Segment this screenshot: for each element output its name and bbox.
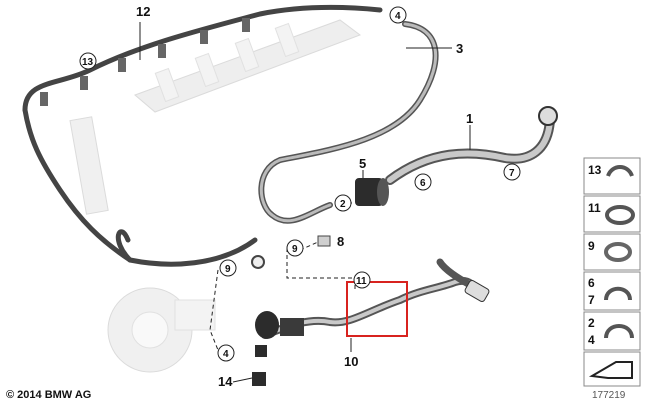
hose-1-connector: [538, 106, 558, 126]
leader-lines: [139, 22, 471, 383]
high-pressure-pump: [107, 287, 216, 373]
svg-text:4: 4: [223, 349, 229, 360]
hose-10-end: [464, 280, 490, 302]
callout-12: 12: [136, 4, 150, 19]
callout-5: 5: [359, 156, 366, 171]
svg-text:2: 2: [340, 199, 346, 210]
legend-4: 4: [588, 333, 595, 347]
legend-11: 11: [588, 201, 601, 215]
callout-7: 7: [503, 163, 521, 181]
callout-11: 11: [353, 271, 371, 289]
leak-off-connectors: [40, 18, 250, 106]
clip-2-4-icon: [604, 324, 634, 339]
callout-13: 13: [79, 52, 97, 70]
callout-9-left: 9: [219, 259, 237, 277]
svg-text:13: 13: [82, 57, 94, 68]
callout-10: 10: [344, 354, 358, 369]
injector: [69, 116, 109, 215]
callout-1: 1: [466, 111, 473, 126]
damper-5: [355, 178, 389, 206]
callout-2: 2: [334, 194, 352, 212]
part-14: [252, 372, 266, 386]
leak-off-line: [22, 4, 383, 267]
legend-2: 2: [588, 316, 595, 330]
part-9-ring: [251, 255, 265, 269]
clip-6-7-icon: [604, 286, 632, 301]
copyright-notice: © 2014 BMW AG: [6, 389, 92, 401]
arrow-icon: [588, 361, 633, 379]
legend-9: 9: [588, 239, 595, 253]
image-id: 177219: [592, 390, 626, 401]
highlight-box: [346, 281, 408, 337]
legend-6: 6: [588, 276, 595, 290]
fuel-rail: [134, 19, 362, 113]
legend-7: 7: [588, 293, 595, 307]
clamp-11-icon: [605, 205, 635, 225]
callout-4-top: 4: [389, 6, 407, 24]
callout-14: 14: [218, 374, 233, 389]
callout-8: 8: [337, 234, 344, 249]
svg-text:7: 7: [509, 168, 515, 179]
callout-6: 6: [414, 173, 432, 191]
legend-13: 13: [588, 163, 602, 177]
clip-13-icon: [606, 165, 634, 177]
svg-text:9: 9: [225, 264, 231, 275]
legend-panel: 13 11 9 6 7 2 4: [583, 157, 641, 387]
callout-4-bottom: 4: [217, 344, 235, 362]
callout-3: 3: [456, 41, 463, 56]
svg-text:11: 11: [356, 276, 367, 287]
callout-9-right: 9: [286, 239, 304, 257]
svg-text:9: 9: [292, 244, 298, 255]
svg-text:4: 4: [395, 11, 401, 22]
part-8: [317, 235, 331, 247]
svg-text:6: 6: [420, 178, 426, 189]
ring-9-icon: [604, 242, 632, 262]
valve-10: [255, 311, 304, 357]
